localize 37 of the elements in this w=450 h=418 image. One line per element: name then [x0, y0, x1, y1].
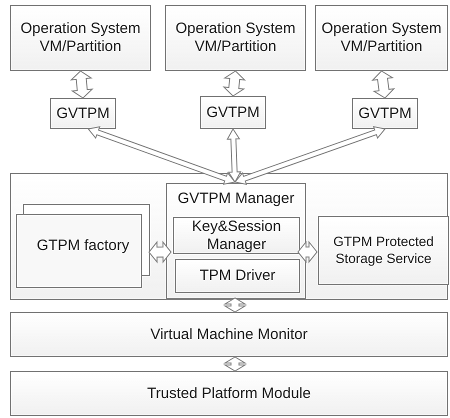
manager-box	[166, 183, 306, 299]
box-label: Trusted Platform Module	[147, 384, 311, 402]
box-label: Operation System VM/Partition	[320, 20, 443, 56]
box-label: GVTPM	[56, 104, 110, 122]
process-box	[165, 5, 306, 71]
process-box	[352, 98, 418, 129]
double-arrow	[371, 70, 396, 99]
box-label: GVTPM Manager	[178, 190, 294, 208]
process-box	[175, 259, 300, 293]
layer-box	[10, 371, 448, 416]
container-box	[10, 173, 448, 300]
box-label: GVTPM	[206, 104, 260, 122]
stacked-box	[16, 204, 150, 288]
box-label: GTPM Protected Storage Service	[332, 234, 435, 267]
box-label: Operation System VM/Partition	[174, 20, 297, 56]
double-arrow	[234, 126, 386, 185]
box-label: TPM Driver	[200, 267, 276, 285]
process-box	[318, 216, 449, 285]
box-label: Virtual Machine Monitor	[150, 326, 308, 344]
double-arrow	[297, 240, 318, 264]
box-label: GTPM factory	[36, 237, 130, 255]
double-arrow	[226, 128, 242, 183]
double-arrow	[222, 70, 246, 97]
double-arrow	[223, 297, 247, 313]
process-box	[315, 5, 448, 71]
process-box	[10, 5, 151, 71]
double-arrow	[70, 70, 94, 99]
double-arrow	[87, 126, 236, 185]
box-label: GVTPM	[358, 104, 412, 122]
process-box	[173, 217, 300, 254]
process-box	[200, 96, 266, 129]
double-arrow	[148, 240, 172, 264]
box-label: Key&Session Manager	[190, 218, 282, 254]
process-box	[50, 98, 116, 129]
box-label: Operation System VM/Partition	[19, 20, 142, 56]
layer-box	[10, 312, 448, 357]
double-arrow	[223, 356, 247, 372]
